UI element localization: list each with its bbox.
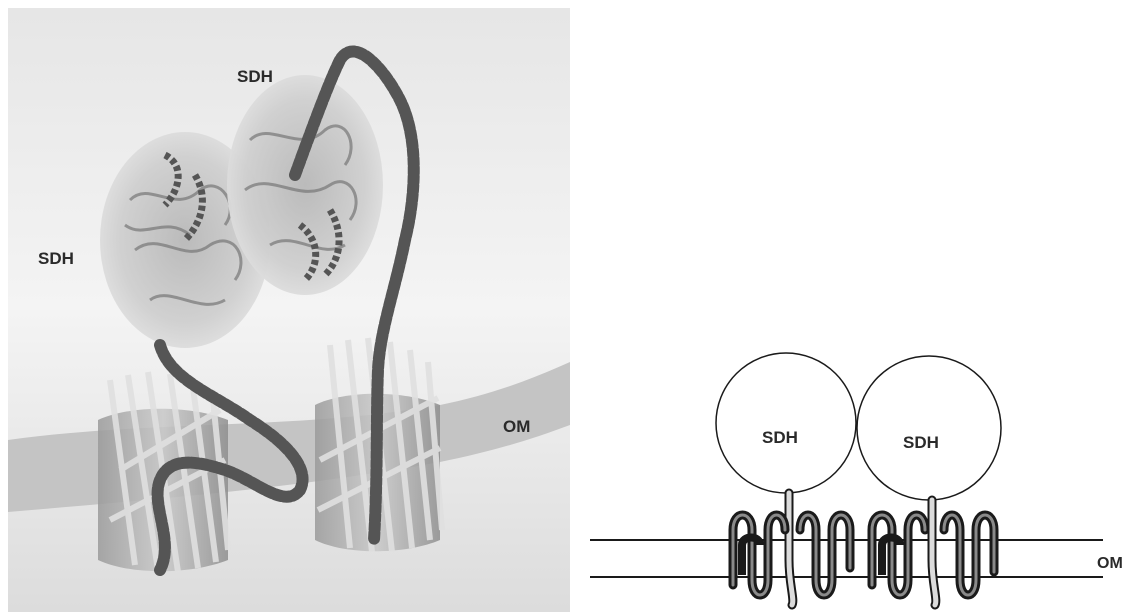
label-sdh-top: SDH: [237, 67, 273, 86]
sdh-circle-a: [716, 353, 856, 493]
label-sdh-left: SDH: [38, 249, 74, 268]
label-sdh-b: SDH: [903, 433, 939, 452]
sdh-circle-b: [857, 356, 1001, 500]
anchor-stem-b: [932, 500, 936, 605]
label-om-left: OM: [503, 417, 530, 436]
anchor-stem-a: [789, 493, 793, 605]
label-om-right: OM: [1097, 555, 1123, 572]
sdh-domain-top: [227, 75, 383, 295]
schematic-panel: SDH SDH OM: [590, 353, 1123, 605]
structural-model-panel: SDH SDH OM: [8, 8, 570, 612]
label-sdh-a: SDH: [762, 428, 798, 447]
